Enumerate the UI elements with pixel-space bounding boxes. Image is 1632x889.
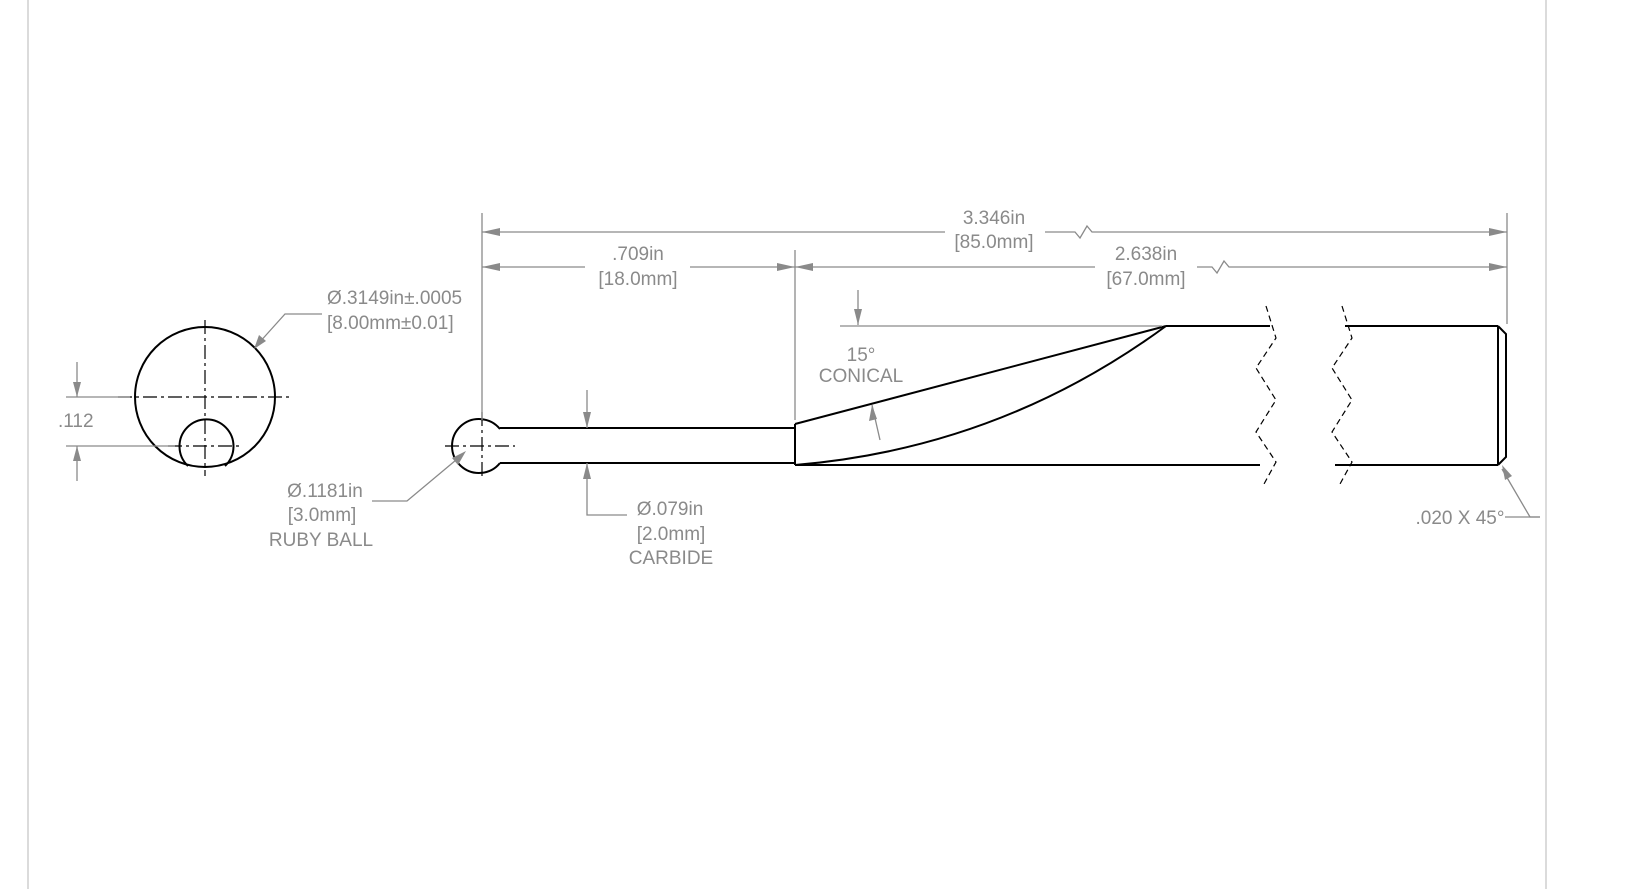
- offset-arrow-top: [73, 382, 81, 397]
- overall-length-mm: [85.0mm]: [954, 232, 1033, 253]
- body-arrow-right: [1489, 263, 1507, 271]
- ball-diameter-leader-arrow: [254, 335, 266, 349]
- overall-length-dimension: 3.346in [85.0mm]: [481, 208, 1508, 420]
- cone-angle-dimension: 15° CONICAL: [819, 290, 1162, 441]
- end-view: .112 Ø.3149in±.0005 [8.00mm±0.01]: [58, 288, 462, 481]
- offset-arrow-bottom: [73, 446, 81, 461]
- shaft-length-mm: [18.0mm]: [598, 269, 677, 290]
- side-view: [445, 305, 1507, 485]
- overall-arrow-right: [1489, 228, 1507, 236]
- cone-top-edge: [794, 325, 1167, 425]
- cone-type-label: CONICAL: [819, 366, 903, 387]
- offset-dimension-label: .112: [58, 411, 94, 432]
- break-line-right: [1331, 305, 1353, 485]
- shaft-arrow-left: [482, 263, 500, 271]
- tip-diameter-leader: [372, 454, 463, 502]
- end-view-inner-circle: [178, 418, 235, 467]
- shaft-length-dimension: .709in [18.0mm]: [482, 244, 796, 420]
- stem-dim-line-bottom: [586, 463, 627, 516]
- cone-angle-arrow-top: [854, 309, 862, 325]
- ball-diameter-leader: [257, 313, 322, 345]
- stem-material: CARBIDE: [629, 548, 713, 569]
- tip-diameter-callout: Ø.1181in [3.0mm] RUBY BALL: [269, 451, 466, 551]
- overall-dim-line-right: [1045, 224, 1507, 240]
- cone-intersection-curve: [794, 325, 1167, 466]
- tip-diameter-arrow: [452, 451, 466, 465]
- chamfer-arrow: [1502, 465, 1512, 480]
- stem-diameter-mm: [2.0mm]: [637, 524, 706, 545]
- body-arrow-left: [795, 263, 813, 271]
- cone-angle-arrow-bottom: [869, 405, 877, 421]
- overall-arrow-left: [482, 228, 500, 236]
- overall-length-in: 3.346in: [963, 208, 1025, 229]
- body-length-dimension: 2.638in [67.0mm]: [795, 244, 1507, 290]
- ball-diameter-label: Ø.3149in±.0005: [327, 288, 462, 309]
- body-length-mm: [67.0mm]: [1106, 269, 1185, 290]
- shaft-arrow-right: [777, 263, 795, 271]
- ball-diameter-mm-label: [8.00mm±0.01]: [327, 313, 454, 334]
- body-dim-line-right: [1197, 259, 1507, 275]
- chamfer-label: .020 X 45°: [1416, 508, 1505, 529]
- shaft-length-in: .709in: [612, 244, 664, 265]
- stem-diameter-callout: Ø.079in [2.0mm] CARBIDE: [583, 390, 713, 569]
- chamfer-callout: .020 X 45°: [1416, 465, 1540, 529]
- body-length-in: 2.638in: [1115, 244, 1177, 265]
- stem-arrow-top: [583, 412, 591, 428]
- stem-arrow-bottom: [583, 463, 591, 479]
- tip-diameter-in: Ø.1181in: [287, 481, 363, 502]
- body-chamfer-end: [1497, 325, 1507, 466]
- break-line-left: [1255, 305, 1277, 485]
- tip-diameter-mm: [3.0mm]: [288, 505, 357, 526]
- stem-diameter-in: Ø.079in: [637, 499, 704, 520]
- tip-material: RUBY BALL: [269, 530, 373, 551]
- cone-angle-label: 15°: [847, 345, 876, 366]
